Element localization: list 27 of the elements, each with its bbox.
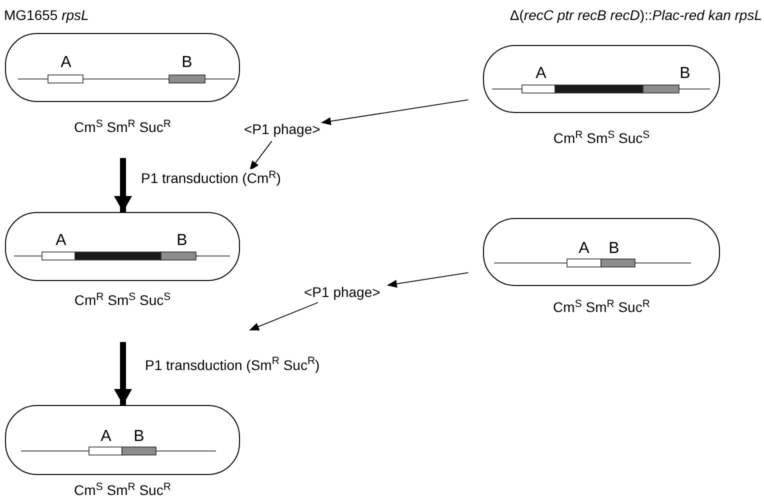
arrow: [249, 302, 318, 330]
gene-label: A: [100, 428, 112, 446]
phage-label: <P1 phage>: [244, 120, 320, 138]
gene-label: B: [182, 54, 192, 72]
gene-label: B: [680, 65, 690, 83]
phage-label: <P1 phage>: [304, 283, 380, 301]
gene-label: B: [608, 240, 620, 258]
phenotype-label: Cm$^{S}$ Sm$^{R}$ Suc$^{R}$: [74, 118, 171, 136]
phenotype-label: Cm$^{S}$ Sm$^{R}$ Suc$^{R}$: [74, 481, 171, 499]
arrow: [320, 99, 469, 126]
arrow: [114, 342, 132, 405]
strain-name: MG1655 rpsL: [4, 6, 89, 24]
gene-label: A: [578, 240, 590, 258]
gene-label: B: [134, 428, 144, 446]
phenotype-label: Cm$^{R}$ Sm$^{S}$ Suc$^{S}$: [74, 291, 171, 309]
arrow: [386, 272, 469, 288]
gene-label: A: [56, 232, 66, 250]
gene-label: B: [176, 232, 188, 250]
edge-label: P1 transduction (Cm$^{R}$): [141, 169, 281, 187]
gene-label: A: [536, 65, 546, 83]
gene-label: A: [60, 54, 72, 72]
arrow: [249, 140, 272, 171]
phenotype-label: Cm$^{R}$ Sm$^{S}$ Suc$^{S}$: [553, 129, 650, 147]
edge-label: P1 transduction (Sm$^{R}$ Suc$^{R}$): [145, 356, 320, 374]
phenotype-label: Cm$^{S}$ Sm$^{R}$ Suc$^{R}$: [553, 298, 650, 316]
arrow: [114, 158, 132, 212]
strain-name: Δ(recC ptr recB recD)::Plac-red kan rpsL: [510, 6, 762, 24]
